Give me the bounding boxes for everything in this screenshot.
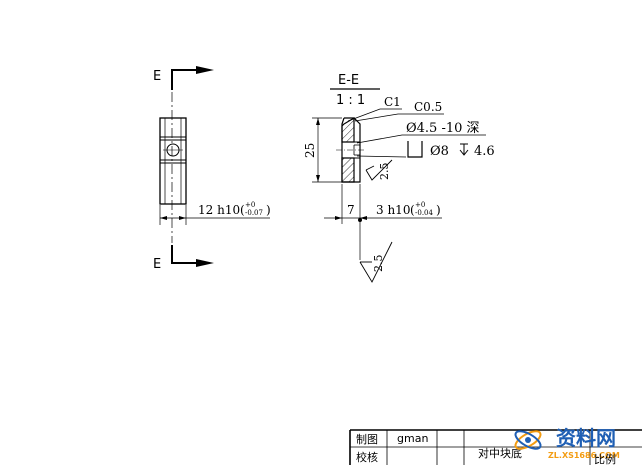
- section-view-title: E-E 1 : 1: [330, 73, 380, 108]
- section-mark-bottom: E: [153, 245, 214, 272]
- depth-icon: [459, 143, 469, 156]
- roughness-symbol-bottom: [359, 241, 393, 283]
- section-letter-top: E: [153, 69, 161, 84]
- height-dimension-text: 25: [303, 143, 317, 158]
- chamfer-inner-label: C0.5: [414, 100, 442, 114]
- watermark-url: ZL.XS1686.COM: [548, 451, 620, 460]
- roughness-bottom-value: 2.5: [372, 255, 385, 273]
- section-scale: 1 : 1: [336, 93, 365, 108]
- thickness-dimension: 3 h10: [376, 203, 410, 217]
- section-arrow-top: [196, 66, 214, 74]
- section-letter-bottom: E: [153, 257, 161, 272]
- title-row1-name: gman: [397, 432, 428, 445]
- counterbore-diameter: Ø8: [430, 144, 449, 159]
- counterbore-depth: 4.6: [474, 144, 495, 159]
- section-title: E-E: [338, 73, 359, 88]
- roughness-side-value: 2.5: [378, 163, 391, 181]
- svg-text:): ): [266, 203, 271, 217]
- thickness-tol-upper: +0: [415, 201, 425, 209]
- counterbore-icon: [407, 141, 423, 158]
- section-part: [336, 116, 366, 183]
- roughness-symbol-side: [365, 159, 393, 181]
- front-view: [159, 117, 270, 225]
- front-width-dimension: 12 h10: [198, 203, 240, 217]
- watermark-logo-icon: [514, 430, 542, 450]
- section-mark-top: E: [153, 66, 214, 90]
- section-leaders: [347, 108, 486, 158]
- thickness-tol-lower: -0.04: [415, 209, 433, 217]
- front-width-tol-upper: +0: [245, 201, 255, 209]
- watermark-brand: 资料网: [556, 426, 616, 450]
- counterbore-callout: Ø8 4.6: [407, 141, 495, 159]
- chamfer-outer-label: C1: [384, 95, 401, 109]
- bottom-dimensions: [324, 184, 442, 260]
- title-block: [349, 429, 642, 465]
- svg-text:(: (: [240, 203, 245, 217]
- height-dimension: [312, 117, 342, 183]
- svg-text:): ): [436, 203, 441, 217]
- watermark-corner-text: 比例: [594, 452, 616, 465]
- hole-callout: Ø4.5 -10 深: [406, 121, 480, 136]
- part-title: 对中块底: [478, 446, 522, 460]
- watermark: 资料网 ZL.XS1686.COM 比例: [514, 426, 620, 465]
- section-arrow-bottom: [196, 259, 214, 267]
- offset-dimension-text: 7: [347, 203, 355, 217]
- title-row2-label: 校核: [356, 450, 378, 464]
- title-row1-label: 制图: [356, 433, 378, 446]
- svg-text:(: (: [410, 203, 415, 217]
- front-width-tol-lower: -0.07: [245, 209, 263, 217]
